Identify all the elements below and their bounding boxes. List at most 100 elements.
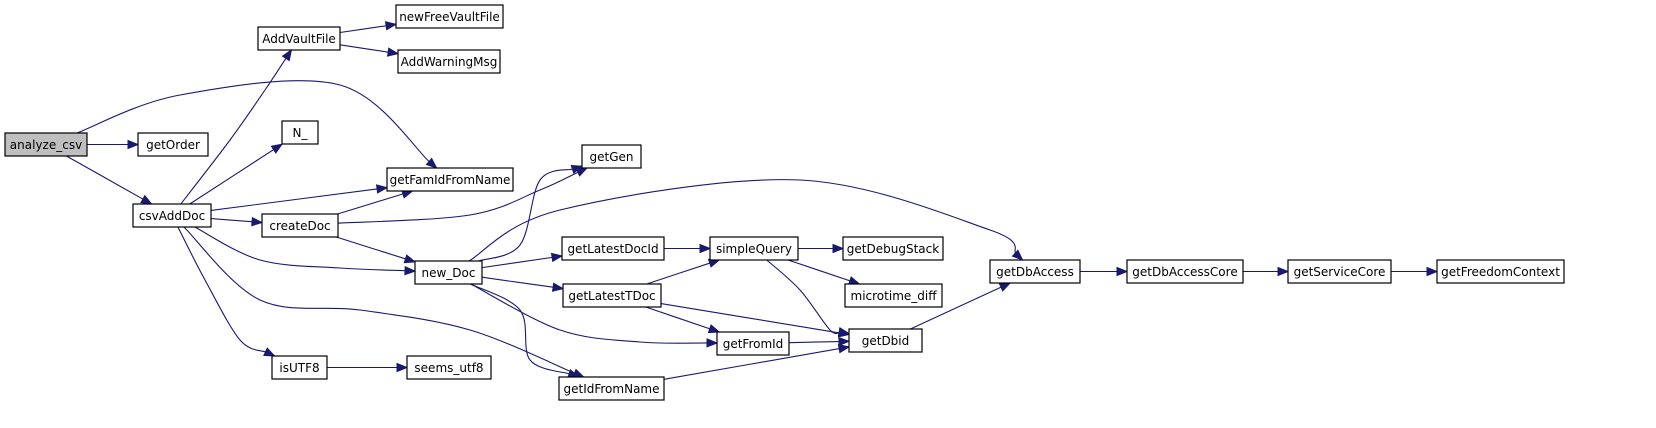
node-box[interactable] [271,355,328,380]
node-getFromId[interactable]: getFromId [716,331,790,356]
edge-analyze_csv-to-csvAddDoc [66,155,145,201]
node-box[interactable] [406,355,492,380]
arrowhead-new_Doc-to-getDbAccess [1011,249,1024,261]
node-box[interactable] [989,259,1081,284]
edge-csvAddDoc-to-isUTF8 [177,226,267,353]
node-box[interactable] [386,167,514,192]
node-newFreeVaultFile[interactable]: newFreeVaultFile [395,4,504,29]
node-getFamIdFromName[interactable]: getFamIdFromName [386,167,514,192]
edge-getLatestTDoc-to-getDbid [660,303,841,334]
node-label: getDbAccess [996,265,1074,279]
edge-getLatestTDoc-to-getFromId [645,306,711,330]
node-analyze_csv[interactable]: analyze_csv [4,132,88,157]
edge-getLatestTDoc-to-simpleQuery [646,262,711,285]
arrowhead-getDbAccessCore-to-getServiceCore [1277,266,1290,277]
node-createDoc[interactable]: createDoc [261,213,339,238]
node-box[interactable] [4,132,88,157]
node-getGen[interactable]: getGen [581,144,642,169]
edge-getFromId-to-getDbid [788,340,841,344]
edge-csvAddDoc-to-new_Doc [194,226,407,272]
edge-AddVaultFile-to-AddWarningMsg [339,44,390,53]
node-AddWarningMsg[interactable]: AddWarningMsg [397,49,501,74]
node-microtime_diff[interactable]: microtime_diff [844,283,943,308]
edge-new_Doc-to-getIdFromName [470,283,571,375]
node-getLatestTDoc[interactable]: getLatestTDoc [562,283,662,308]
node-box[interactable] [1436,259,1565,284]
node-new_Doc[interactable]: new_Doc [414,260,483,285]
arrowhead-simpleQuery-to-getDbid [837,326,851,337]
node-label: AddVaultFile [262,32,336,46]
arrowhead-getFromId-to-getDbid [838,336,851,347]
node-label: getOrder [146,138,200,152]
arrowhead-analyze_csv-to-getOrder [127,139,140,150]
node-label: getDbid [862,334,910,348]
node-seems_utf8[interactable]: seems_utf8 [406,355,492,380]
node-simpleQuery[interactable]: simpleQuery [709,236,799,261]
edge-csvAddDoc-to-N_ [189,148,275,205]
node-box[interactable] [395,4,504,29]
arrowhead-new_Doc-to-getLatestDocId [550,252,564,263]
node-box[interactable] [709,236,799,261]
arrowhead-new_Doc-to-getLatestTDoc [551,282,565,292]
node-box[interactable] [397,49,501,74]
node-label: newFreeVaultFile [399,10,500,24]
node-box[interactable] [844,283,943,308]
node-box[interactable] [137,132,209,157]
node-getDbAccessCore[interactable]: getDbAccessCore [1126,259,1244,284]
node-box[interactable] [716,331,790,356]
node-isUTF8[interactable]: isUTF8 [271,355,328,380]
edge-csvAddDoc-to-getIdFromName [183,226,576,375]
arrowhead-new_Doc-to-getFromId [706,338,719,348]
node-box[interactable] [257,26,341,51]
node-getLatestDocId[interactable]: getLatestDocId [561,236,665,261]
edges-layer [66,21,1439,380]
node-label: analyze_csv [10,138,82,152]
node-box[interactable] [562,283,662,308]
node-box[interactable] [848,328,923,353]
edge-AddVaultFile-to-newFreeVaultFile [339,25,388,34]
node-label: isUTF8 [279,361,319,375]
arrowhead-analyze_csv-to-csvAddDoc [140,194,153,205]
node-csvAddDoc[interactable]: csvAddDoc [132,203,212,228]
node-label: getFromId [723,337,784,351]
node-getDbid[interactable]: getDbid [848,328,923,353]
node-label: microtime_diff [851,289,938,303]
arrowhead-csvAddDoc-to-AddVaultFile [281,48,293,62]
node-box[interactable] [414,260,483,285]
node-box[interactable] [561,236,665,261]
node-AddVaultFile[interactable]: AddVaultFile [257,26,341,51]
node-box[interactable] [1126,259,1244,284]
node-label: getFreedomContext [1441,265,1560,279]
node-label: getFamIdFromName [390,173,511,187]
node-N_[interactable]: N_ [281,120,319,145]
arrowhead-csvAddDoc-to-N_ [270,143,284,154]
arrowhead-AddVaultFile-to-newFreeVaultFile [384,21,398,31]
node-getServiceCore[interactable]: getServiceCore [1287,259,1392,284]
edge-new_Doc-to-getGen [478,168,574,262]
edge-csvAddDoc-to-createDoc [210,217,254,223]
node-box[interactable] [281,120,319,145]
node-label: getServiceCore [1294,265,1386,279]
node-getIdFromName[interactable]: getIdFromName [558,376,665,401]
node-box[interactable] [261,213,339,238]
node-label: new_Doc [422,266,476,280]
arrowhead-isUTF8-to-seems_utf8 [396,362,409,373]
node-box[interactable] [581,144,642,169]
node-getFreedomContext[interactable]: getFreedomContext [1436,259,1565,284]
node-getDbAccess[interactable]: getDbAccess [989,259,1081,284]
node-box[interactable] [842,236,944,261]
node-getOrder[interactable]: getOrder [137,132,209,157]
node-label: csvAddDoc [139,209,205,223]
arrowhead-csvAddDoc-to-new_Doc [404,265,417,276]
edge-new_Doc-to-getFromId [470,283,709,344]
edge-analyze_csv-to-getFamIdFromName [76,80,431,163]
node-box[interactable] [1287,259,1392,284]
arrowhead-getLatestDocId-to-simpleQuery [699,243,712,254]
node-box[interactable] [558,376,665,401]
arrowhead-getDbid-to-getDbAccess [998,282,1012,292]
edge-simpleQuery-to-microtime_diff [787,259,852,282]
arrowhead-csvAddDoc-to-createDoc [251,216,264,227]
node-box[interactable] [132,203,212,228]
node-getDebugStack[interactable]: getDebugStack [842,236,944,261]
arrowhead-getLatestTDoc-to-getFromId [707,324,721,334]
